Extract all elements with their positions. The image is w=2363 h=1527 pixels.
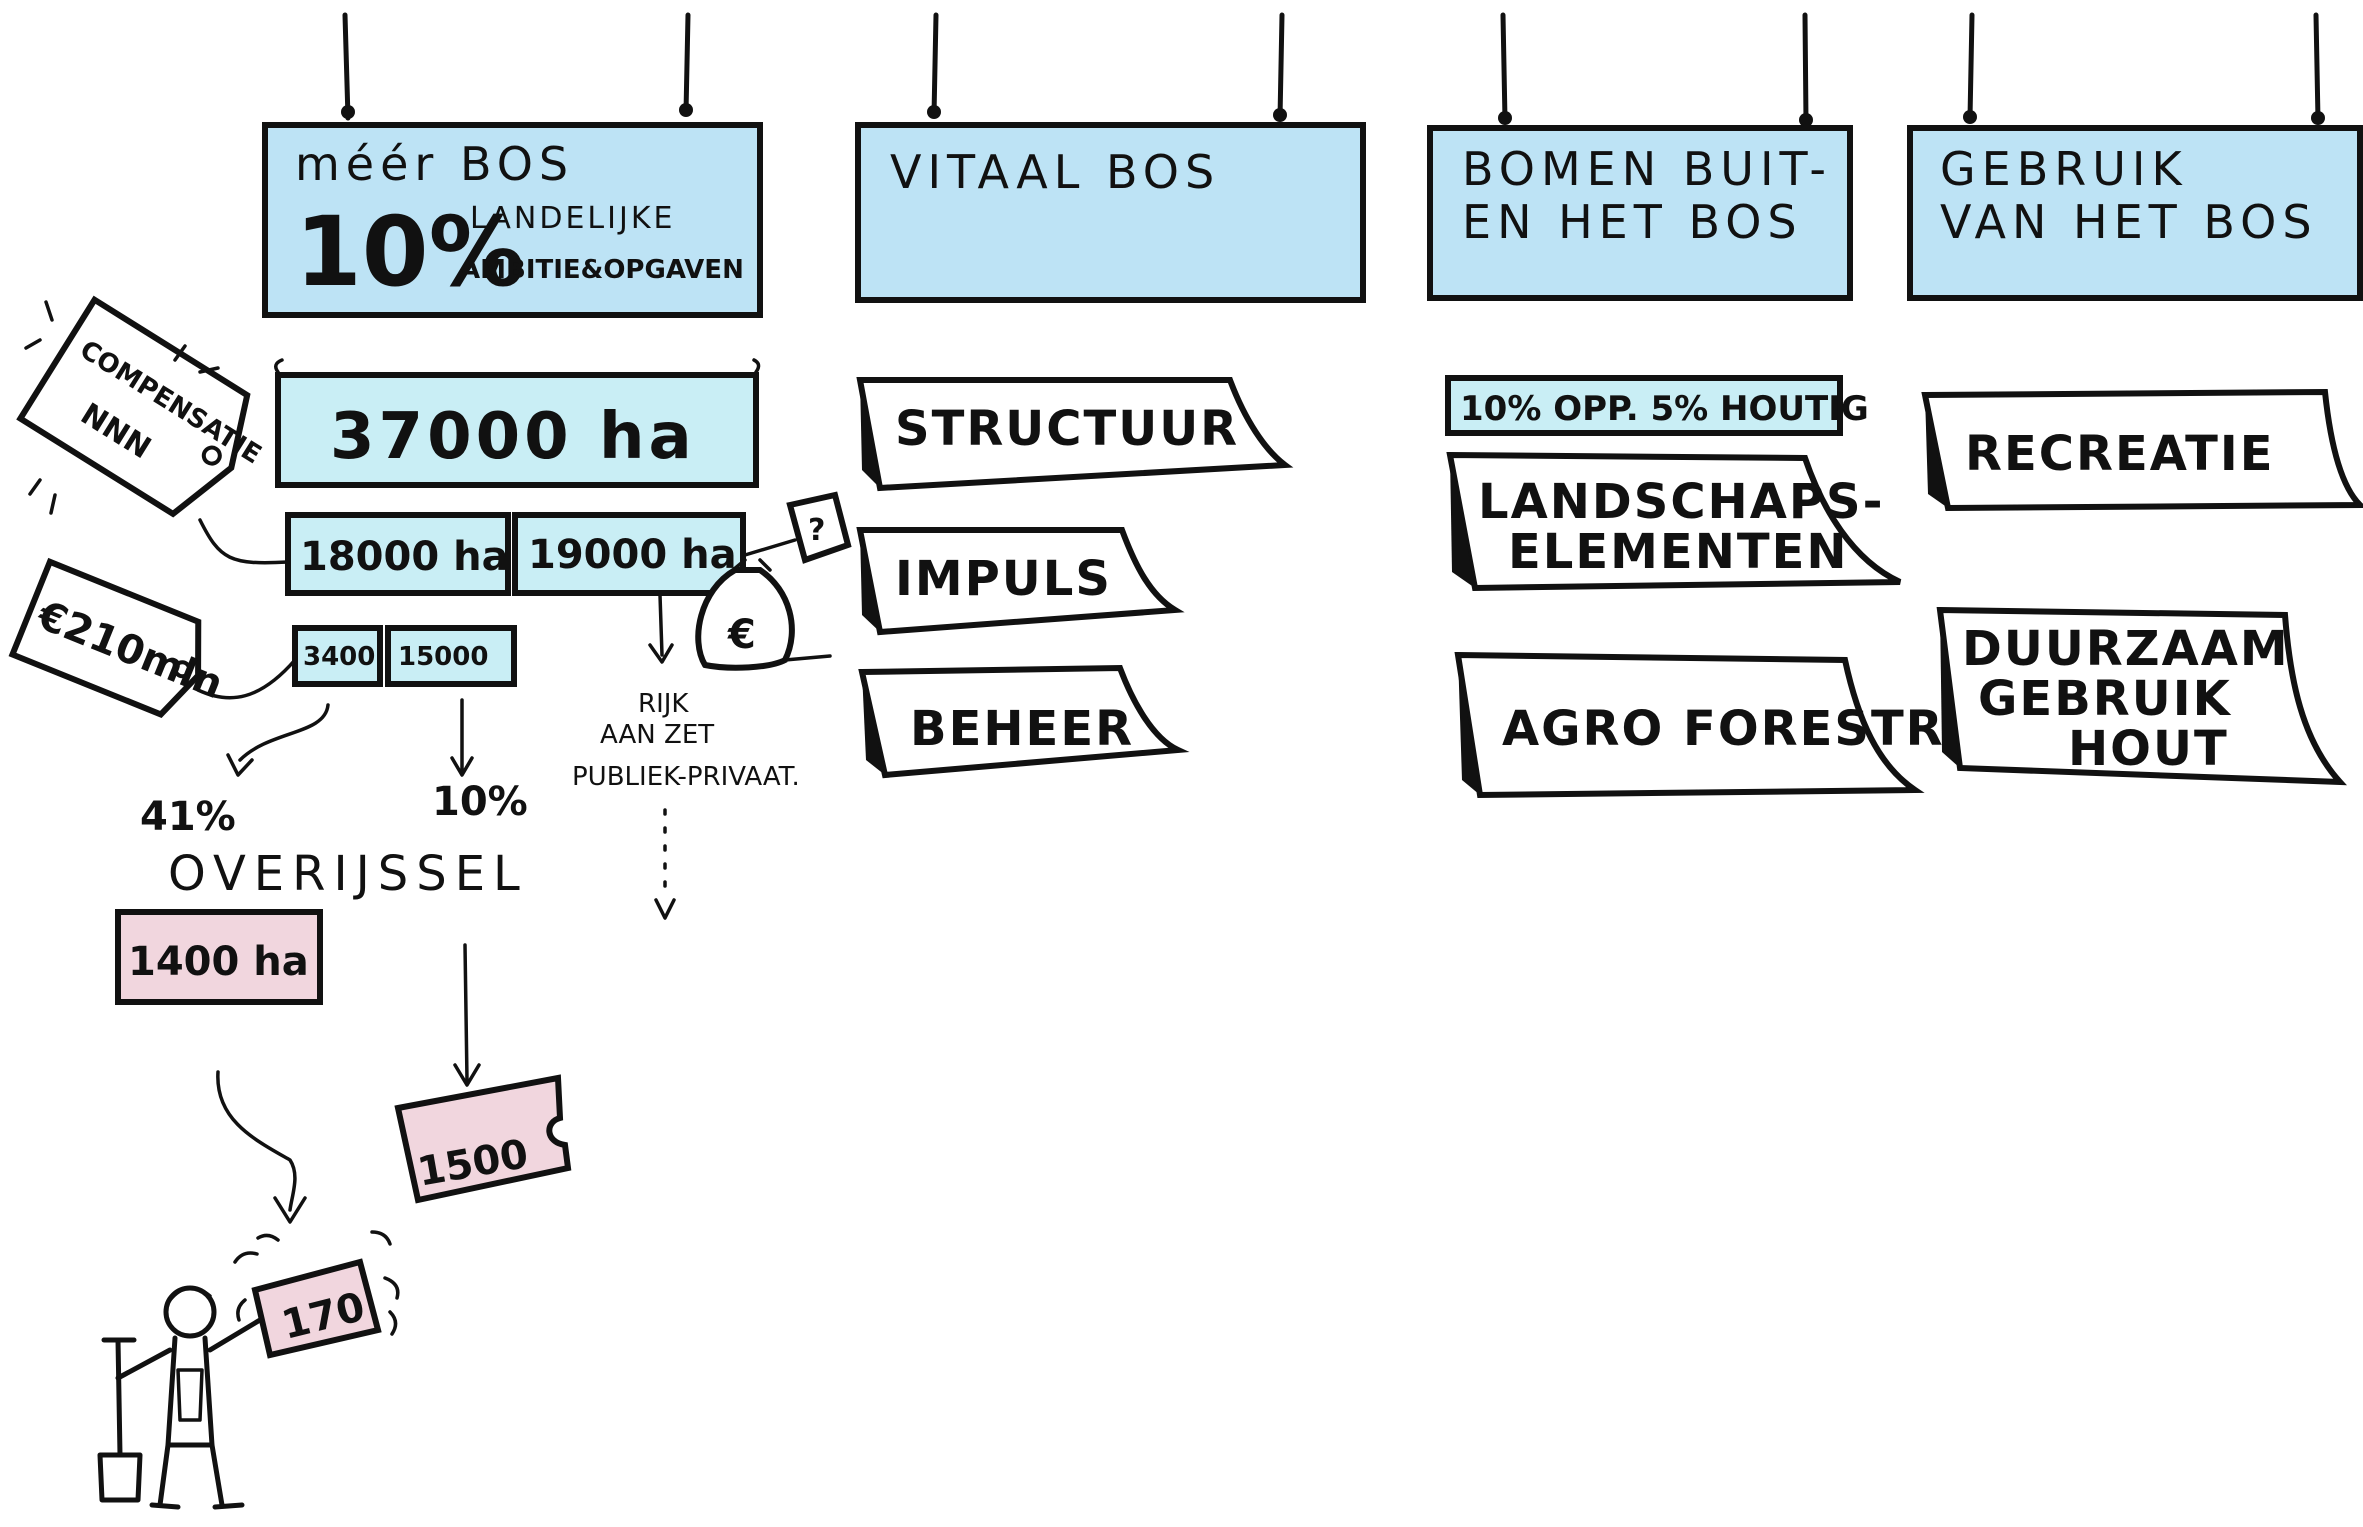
money-bag-symbol: € [727,612,756,658]
header-board-meer-bos: méér BOS 10% LANDELIJKE AMBITIE&OPGAVEN [262,122,763,318]
sheet-label: IMPULS [895,551,1112,607]
rijk-note-line3: PUBLIEK-PRIVAAT. [572,762,800,792]
board-subtitle: VAN HET BOS [1940,195,2318,249]
pink-left-value: 1400 ha [128,939,309,985]
arrow-to-rijk [648,593,674,664]
farmer-icon [115,1285,263,1510]
board-title: VITAAL BOS [890,145,1220,199]
compensation-tag: COMPENSATIE NNN [16,295,266,518]
sheet-label-line1: LANDSCHAPS- [1478,474,1885,530]
shovel-icon [97,1337,143,1503]
sheet-structuur: STRUCTUUR [856,377,1294,492]
board-subtitle-2: AMBITIE&OPGAVEN [460,255,744,285]
sub-split-left: 3400 [303,642,375,672]
sheet-beheer: BEHEER [858,664,1190,779]
board-title: BOMEN BUIT- [1462,142,1832,196]
main-area-value: 37000 ha [330,400,696,474]
sheet-label-line1: DUURZAAM [1962,621,2290,677]
money-tag-connector [196,658,297,700]
money-tag: €210mln [8,557,229,718]
province-label: OVERIJSSEL [168,846,528,902]
board-subtitle-1: LANDELIJKE [470,201,675,236]
rijk-note-line1: RIJK [638,689,689,719]
hanging-wires [341,12,2325,127]
sheet-impuls: IMPULS [856,527,1185,636]
split-right-value: 19000 ha [528,532,737,578]
sheet-label: RECREATIE [1965,426,2275,482]
rijk-note: RIJK AAN ZET PUBLIEK-PRIVAAT. [572,689,800,792]
header-board-gebruik-bos: GEBRUIK VAN HET BOS [1907,125,2363,301]
sheet-duurzaam: DUURZAAM GEBRUIK HOUT [1936,606,2347,786]
banner-label: 10% OPP. 5% HOUTIG [1460,389,1869,429]
sheet-agroforestry: AGRO FORESTRY [1454,651,1979,799]
header-board-vitaal-bos: VITAAL BOS [855,122,1366,303]
board-title: GEBRUIK [1940,142,2188,196]
money-bag-icon: € ? [695,491,852,671]
sheet-label: BEHEER [910,701,1134,757]
arrow-to-farmer [216,1070,307,1224]
arrow-to-10 [450,698,474,777]
sheet-label-line3: HOUT [2068,721,2229,777]
board-title: méér BOS [295,137,574,191]
board-subtitle: EN HET BOS [1462,195,1803,249]
arrow-to-41 [226,703,330,777]
header-board-bomen-buiten: BOMEN BUIT- EN HET BOS [1427,125,1853,301]
sheet-recreatie: RECREATIE [1921,388,2363,512]
sheet-landschaps: LANDSCHAPS- ELEMENTEN [1446,451,1902,592]
sheet-label-line2: GEBRUIK [1978,671,2232,727]
sheet-label: AGRO FORESTRY [1502,701,1979,757]
sheet-label-line2: ELEMENTEN [1508,524,1849,580]
sheet-label: STRUCTUUR [895,401,1239,457]
board-big-number: 10% [295,196,525,308]
split-left-value: 18000 ha [300,534,509,580]
compensation-connector [198,518,290,565]
farmer-card: 170 [233,1230,400,1359]
main-area-box: 37000 ha [274,358,761,488]
question-mark: ? [808,513,825,548]
rijk-note-line2: AAN ZET [600,720,714,750]
split-boxes: 18000 ha 19000 ha [285,512,746,596]
percent-right: 10% [432,779,528,825]
sub-split-boxes: 3400 15000 [292,625,517,687]
percent-left: 41% [140,794,236,840]
arrow-to-1500 [453,943,481,1087]
sub-split-right: 15000 [398,642,488,672]
banner-opp: 10% OPP. 5% HOUTIG [1445,375,1869,436]
pink-box-left: 1400 ha [115,909,323,1005]
pink-box-right: 1500 [394,1074,572,1204]
